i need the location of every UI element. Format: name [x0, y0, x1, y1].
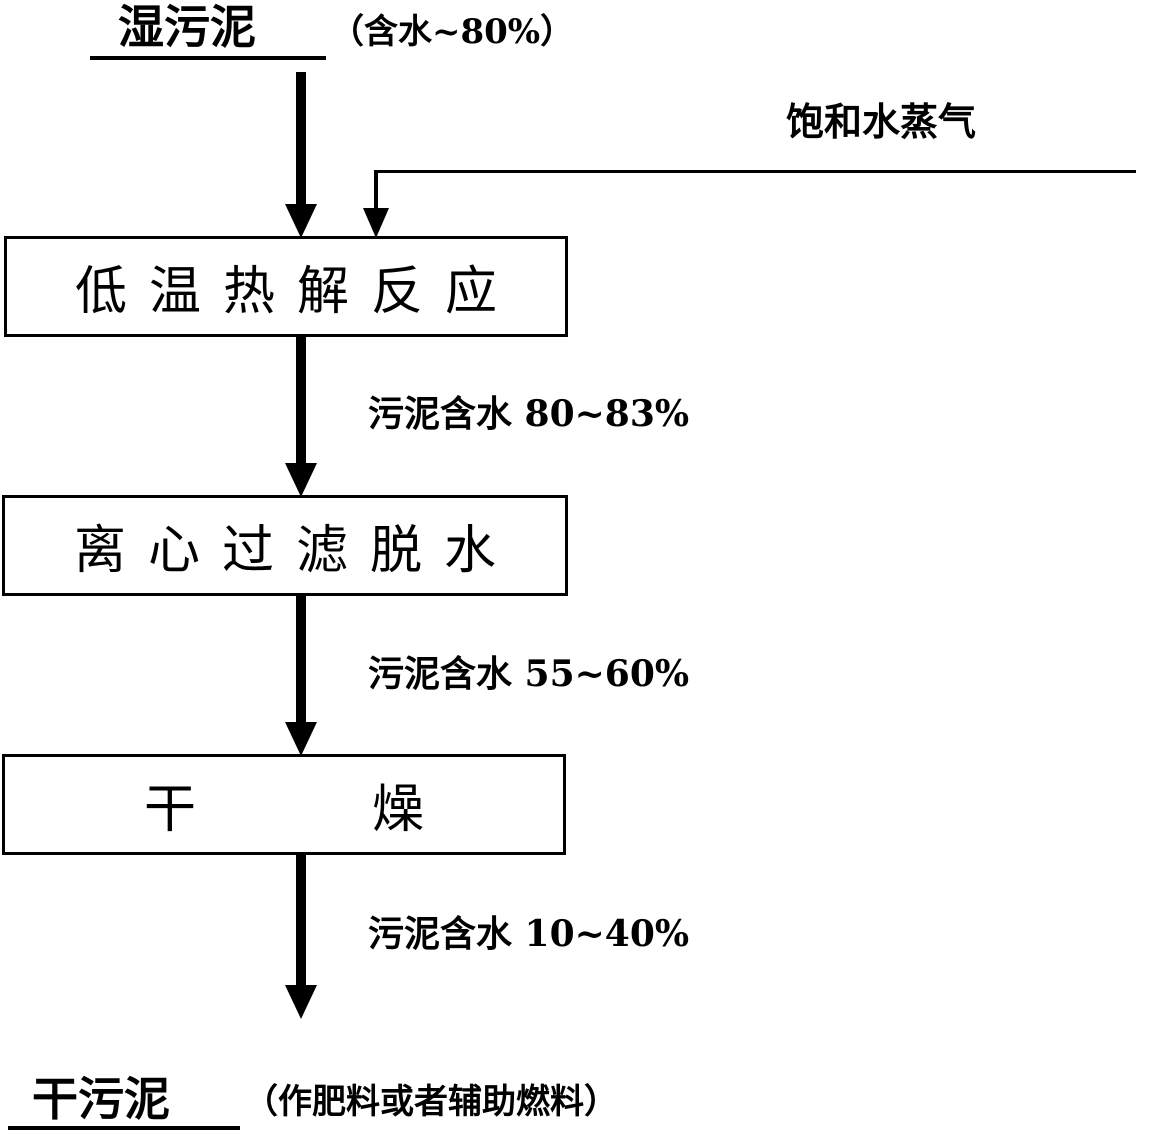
input-note: （含水~80%） — [330, 12, 575, 52]
flow-arrowhead-3 — [285, 985, 317, 1019]
flow-line-1 — [296, 337, 306, 471]
output-title: 干污泥 — [32, 1072, 170, 1126]
output-underline — [8, 1126, 240, 1130]
flow-line-input — [296, 72, 306, 212]
transition-label-2: 污泥含水 55~60% — [368, 653, 690, 695]
step-centrifuge-box: 离心过滤脱水 — [2, 495, 568, 596]
flow-arrowhead-input — [285, 204, 317, 238]
input-title: 湿污泥 — [118, 0, 256, 54]
step-drying-box: 干 燥 — [2, 754, 566, 855]
flow-line-2 — [296, 596, 306, 730]
flow-arrowhead-2 — [285, 722, 317, 756]
step-pyrolysis-label: 低温热解反应 — [74, 262, 519, 322]
input-underline — [90, 56, 326, 60]
steam-arrowhead — [363, 208, 389, 238]
step-drying-label: 干 燥 — [143, 780, 447, 840]
steam-label: 饱和水蒸气 — [786, 99, 977, 144]
steam-line-vertical — [374, 170, 378, 214]
step-centrifuge-label: 离心过滤脱水 — [73, 521, 518, 581]
steam-line-horizontal — [374, 170, 1136, 173]
output-note: （作肥料或者辅助燃料） — [244, 1082, 618, 1122]
flow-line-3 — [296, 855, 306, 993]
transition-label-3: 污泥含水 10~40% — [368, 913, 690, 955]
transition-label-1: 污泥含水 80~83% — [368, 393, 690, 435]
flow-arrowhead-1 — [285, 463, 317, 497]
step-pyrolysis-box: 低温热解反应 — [4, 236, 568, 337]
